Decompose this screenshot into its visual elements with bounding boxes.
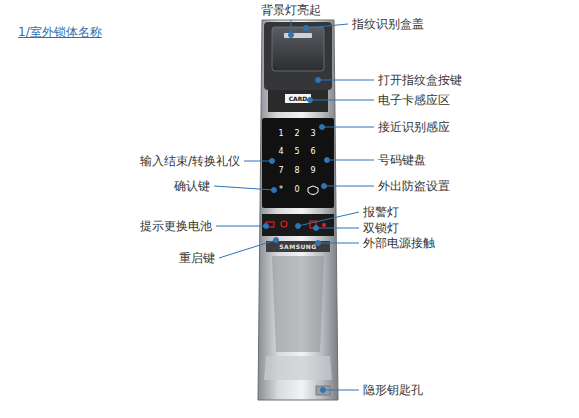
part-label: 背景灯亮起	[261, 2, 321, 18]
part-label: 报警灯	[363, 204, 399, 220]
part-label: 输入结束/转换礼仪	[140, 153, 240, 169]
key-digit: 6	[310, 147, 315, 157]
part-label: 提示更换电池	[140, 218, 212, 234]
part-label: 指纹识别盒盖	[352, 16, 424, 32]
part-label: 打开指纹盒按键	[378, 72, 462, 88]
key-digit: 8	[294, 166, 299, 176]
brand-mark: SAMSUNG	[279, 243, 317, 251]
part-label: 确认键	[174, 178, 210, 194]
part-label: 外出防盗设置	[378, 178, 450, 194]
key-digit: 5	[294, 147, 299, 157]
key-digit: 4	[278, 147, 283, 157]
key-digit: 2	[294, 129, 299, 139]
key-digit: 7	[278, 166, 283, 176]
heading: 1/室外锁体名称	[18, 24, 102, 40]
part-label: 号码键盘	[378, 152, 426, 168]
card-mark: CARD	[289, 95, 308, 103]
key-digit: 9	[310, 166, 315, 176]
key-digit: 0	[294, 185, 299, 195]
key-digit: 1	[278, 129, 283, 139]
part-label: 重启键	[179, 250, 215, 266]
part-label: 电子卡感应区	[378, 92, 450, 108]
part-label: 接近识别感应	[378, 119, 450, 135]
key-digit: *	[279, 185, 283, 195]
part-label: 外部电源接触	[363, 235, 435, 251]
part-label: 隐形钥匙孔	[363, 382, 423, 398]
part-label: 双锁灯	[363, 220, 399, 236]
key-digit: 3	[310, 129, 315, 139]
